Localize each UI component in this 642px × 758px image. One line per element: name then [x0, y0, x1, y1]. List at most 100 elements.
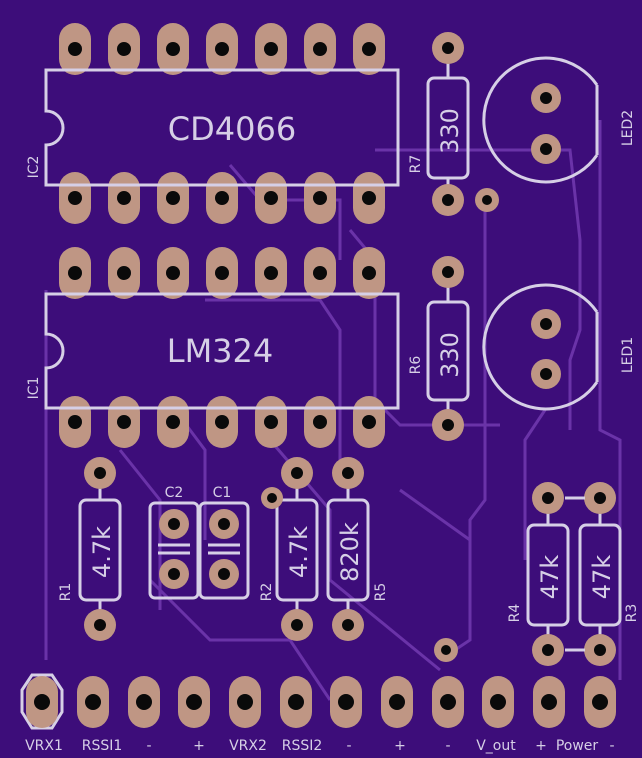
header-label: VRX1	[25, 738, 63, 754]
header-pin	[229, 676, 261, 728]
led2-pad	[531, 134, 561, 164]
r7-value: 330	[436, 108, 464, 154]
led2-outline	[482, 56, 599, 184]
via	[434, 638, 458, 662]
r1-body	[78, 498, 122, 602]
ic2-part-label: CD4066	[168, 110, 296, 148]
ic2-pad	[255, 172, 287, 224]
r4-designator: R4	[507, 604, 523, 623]
header-label: +	[193, 738, 205, 754]
r3-pad	[584, 482, 616, 514]
ic2-footprint: CD4066 IC2	[26, 23, 400, 224]
ic1-pad	[353, 396, 385, 448]
r6-designator: R6	[408, 356, 424, 375]
led1-designator: LED1	[620, 337, 636, 373]
header-label: -	[146, 738, 151, 754]
ic1-pad	[108, 396, 140, 448]
header-label: -	[445, 738, 450, 754]
header-pin	[280, 676, 312, 728]
header-pin	[482, 676, 514, 728]
via	[475, 188, 499, 212]
r5-pad	[332, 457, 364, 489]
r4-pad	[532, 482, 564, 514]
ic1-pad	[304, 247, 336, 299]
r1-pad	[84, 609, 116, 641]
header-label: RSSI2	[282, 738, 323, 754]
c1-footprint: C1	[198, 485, 250, 600]
ic1-pad	[59, 247, 91, 299]
ic2-pad	[255, 23, 287, 75]
header-label: +	[394, 738, 406, 754]
r6-footprint: 330 R6	[408, 256, 470, 441]
ic1-pad	[157, 396, 189, 448]
r1-footprint: 4.7k R1	[58, 457, 122, 641]
header-pin	[432, 676, 464, 728]
r4-value: 47k	[536, 555, 564, 600]
header-label: VRX2	[229, 738, 267, 754]
ic2-pad	[353, 172, 385, 224]
r7-body	[426, 76, 470, 180]
pin-header	[20, 673, 616, 730]
c2-body	[148, 501, 200, 600]
ic2-pad	[108, 23, 140, 75]
header-pin	[26, 676, 58, 728]
header-labels: VRX1 RSSI1 - + VRX2 RSSI2 - + - V_out + …	[25, 738, 614, 754]
ic2-pad	[59, 172, 91, 224]
ic1-pad	[157, 247, 189, 299]
ic1-footprint: LM324 IC1	[26, 247, 400, 448]
ic2-pad	[157, 23, 189, 75]
ic2-pad	[59, 23, 91, 75]
r4-footprint: 47k R4	[507, 482, 570, 666]
ic2-pad	[304, 23, 336, 75]
r2-designator: R2	[259, 583, 275, 602]
r7-pad	[432, 32, 464, 64]
r2-pad	[281, 609, 313, 641]
r6-pad	[432, 256, 464, 288]
header-pin	[330, 676, 362, 728]
r5-pad	[332, 609, 364, 641]
r7-designator: R7	[408, 155, 424, 174]
ic1-pad	[108, 247, 140, 299]
ic1-part-label: LM324	[167, 332, 274, 370]
r6-pad	[432, 409, 464, 441]
ic1-pad	[206, 247, 238, 299]
header-label: -	[346, 738, 351, 754]
header-pin	[381, 676, 413, 728]
ic1-pad	[255, 247, 287, 299]
ic1-outline	[44, 292, 400, 410]
ic1-pad	[304, 396, 336, 448]
header-pin	[584, 676, 616, 728]
ic2-pad	[108, 172, 140, 224]
c2-pad	[159, 509, 189, 539]
c2-designator: C2	[165, 485, 184, 501]
r3-designator: R3	[624, 604, 640, 623]
header-pin	[77, 676, 109, 728]
c1-pad	[209, 509, 239, 539]
header-label: -	[609, 738, 614, 754]
ic1-designator: IC1	[26, 377, 42, 400]
r5-designator: R5	[373, 583, 389, 602]
ic1-pad	[255, 396, 287, 448]
r3-pad	[584, 634, 616, 666]
r1-value: 4.7k	[88, 526, 116, 578]
r6-value: 330	[436, 332, 464, 378]
c2-footprint: C2	[148, 485, 200, 600]
r7-footprint: 330 R7	[408, 32, 470, 216]
ic1-pad	[353, 247, 385, 299]
r2-body	[275, 498, 319, 602]
header-label: Power	[556, 738, 599, 754]
header-label: V_out	[476, 738, 516, 754]
r1-designator: R1	[58, 583, 74, 602]
r3-body	[578, 523, 622, 627]
ic2-pad	[157, 172, 189, 224]
led1-pad	[531, 359, 561, 389]
header-pin	[533, 676, 565, 728]
ic1-pad	[59, 396, 91, 448]
ic2-outline	[44, 68, 400, 187]
r2-pad	[281, 457, 313, 489]
led2-designator: LED2	[620, 110, 636, 146]
r3-footprint: 47k R3	[578, 482, 640, 666]
c1-body	[198, 501, 250, 600]
c1-designator: C1	[213, 485, 232, 501]
c1-pad	[209, 559, 239, 589]
